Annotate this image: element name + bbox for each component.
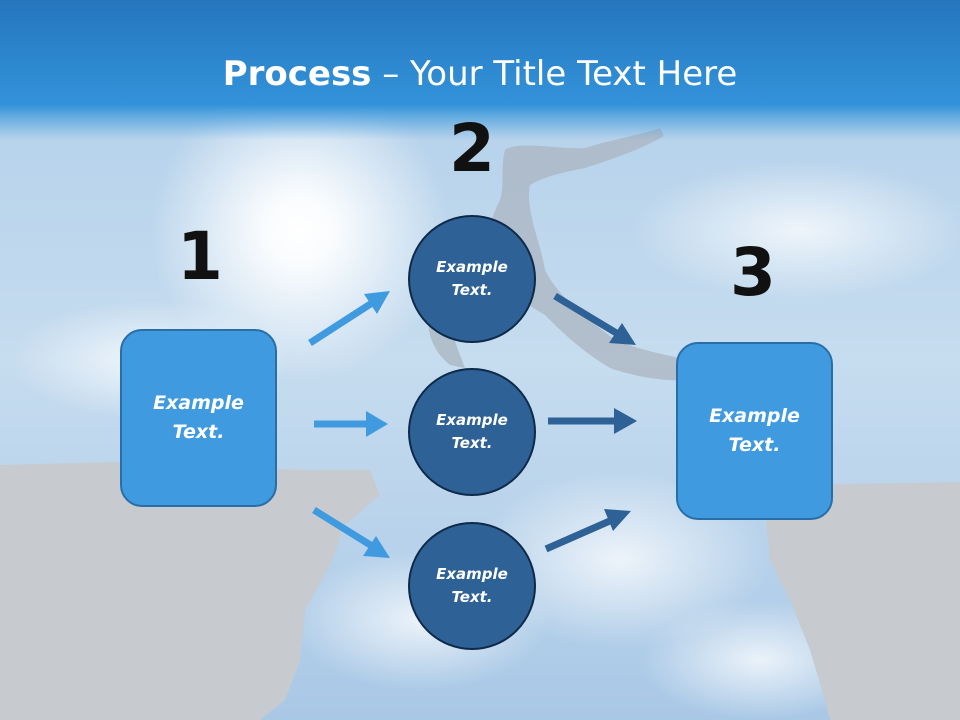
step-1-line1: Example <box>153 392 244 414</box>
title-rest: – Your Title Text Here <box>371 54 738 94</box>
arrow-bottom-to-3 <box>544 509 631 553</box>
step-1-box: Example Text. <box>120 329 277 507</box>
step-number-2: 2 <box>449 110 495 187</box>
step-1-line2: Text. <box>172 421 225 443</box>
step-3-box: Example Text. <box>676 342 833 520</box>
step-number-1: 1 <box>177 218 223 295</box>
step-2-circle-bottom: Example Text. <box>408 522 536 650</box>
title-bold: Process <box>222 54 372 94</box>
circle-bottom-line1: Example <box>436 565 508 583</box>
arrow-1-to-top <box>308 291 390 346</box>
circle-top-line2: Text. <box>451 281 493 299</box>
arrow-top-to-3 <box>553 293 636 345</box>
right-cliff <box>765 482 960 720</box>
step-3-line2: Text. <box>728 434 781 456</box>
step-3-line1: Example <box>709 405 800 427</box>
step-2-circle-top: Example Text. <box>408 215 536 343</box>
step-2-circle-middle: Example Text. <box>408 368 536 496</box>
slide-title: Process – Your Title Text Here <box>0 52 960 96</box>
circle-middle-line1: Example <box>436 411 508 429</box>
circle-bottom-line2: Text. <box>451 588 493 606</box>
step-number-3: 3 <box>730 234 776 311</box>
arrow-1-to-bottom <box>312 507 390 558</box>
circle-top-line1: Example <box>436 258 508 276</box>
circle-middle-line2: Text. <box>451 434 493 452</box>
arrow-1-to-middle <box>314 411 388 437</box>
left-cliff <box>0 462 380 720</box>
arrow-middle-to-3 <box>548 408 637 434</box>
